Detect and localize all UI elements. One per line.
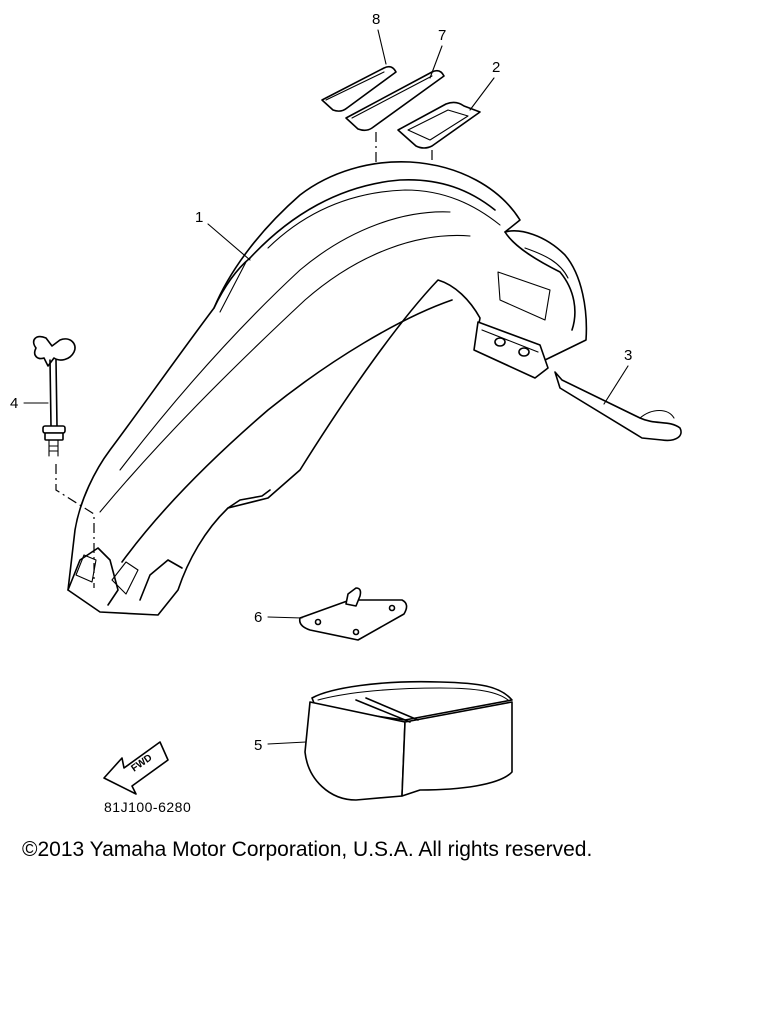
callout-label-1: 1 bbox=[195, 209, 203, 226]
part-5-box bbox=[304, 680, 513, 801]
part-2-emblem bbox=[397, 101, 481, 149]
callout-1: 1 bbox=[195, 209, 251, 261]
callout-label-3: 3 bbox=[624, 347, 632, 364]
part-6-bracket bbox=[298, 587, 408, 641]
callout-3: 3 bbox=[603, 347, 632, 405]
parts-diagram: FWD 1 2 3 4 5 6 7 8 81J100-6280 bbox=[10, 11, 682, 815]
callout-label-2: 2 bbox=[492, 59, 500, 76]
callout-7: 7 bbox=[429, 27, 446, 79]
part-3-rod bbox=[554, 371, 682, 442]
callout-label-7: 7 bbox=[438, 27, 446, 44]
part-4-wing-bolt bbox=[32, 335, 76, 457]
part-8-decal bbox=[321, 65, 397, 112]
part-1-rear-fender bbox=[67, 160, 588, 616]
callout-2: 2 bbox=[469, 59, 500, 111]
callout-8: 8 bbox=[372, 11, 387, 65]
fwd-arrow: FWD bbox=[103, 741, 169, 795]
callout-label-4: 4 bbox=[10, 395, 18, 412]
copyright-notice: ©2013 Yamaha Motor Corporation, U.S.A. A… bbox=[22, 838, 593, 861]
callout-4: 4 bbox=[10, 395, 49, 412]
part-code: 81J100-6280 bbox=[104, 799, 191, 815]
callout-label-8: 8 bbox=[372, 11, 380, 28]
callout-label-6: 6 bbox=[254, 609, 262, 626]
callout-6: 6 bbox=[254, 609, 303, 626]
part-7-decal bbox=[345, 69, 445, 132]
callout-5: 5 bbox=[254, 737, 307, 754]
callout-label-5: 5 bbox=[254, 737, 262, 754]
bolt-leader bbox=[55, 464, 95, 588]
